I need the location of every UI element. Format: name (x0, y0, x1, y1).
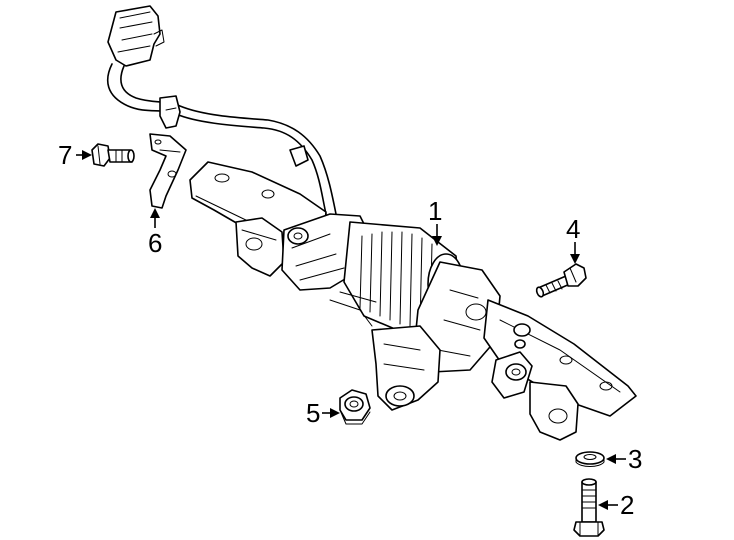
wiring-harness (106, 5, 337, 215)
bracket-6 (149, 133, 187, 209)
bolt-2 (573, 478, 605, 537)
callout-label-5: 5 (306, 398, 320, 428)
callout-label-7: 7 (58, 140, 72, 170)
bolt-4 (535, 263, 587, 298)
nut-5 (339, 389, 371, 425)
callout-5: 5 (306, 398, 340, 428)
callout-2: 2 (598, 490, 634, 520)
callout-4: 4 (566, 214, 580, 264)
callout-label-4: 4 (566, 214, 580, 244)
callout-label-2: 2 (620, 490, 634, 520)
callout-label-6: 6 (148, 228, 162, 258)
steering-column-assembly (189, 161, 637, 441)
callout-1: 1 (428, 196, 442, 246)
callout-label-3: 3 (628, 444, 642, 474)
callout-7: 7 (58, 140, 92, 170)
bolt-7 (91, 143, 135, 167)
washer-3 (575, 451, 605, 467)
callout-6: 6 (148, 208, 162, 258)
callout-3: 3 (606, 444, 642, 474)
callout-label-1: 1 (428, 196, 442, 226)
